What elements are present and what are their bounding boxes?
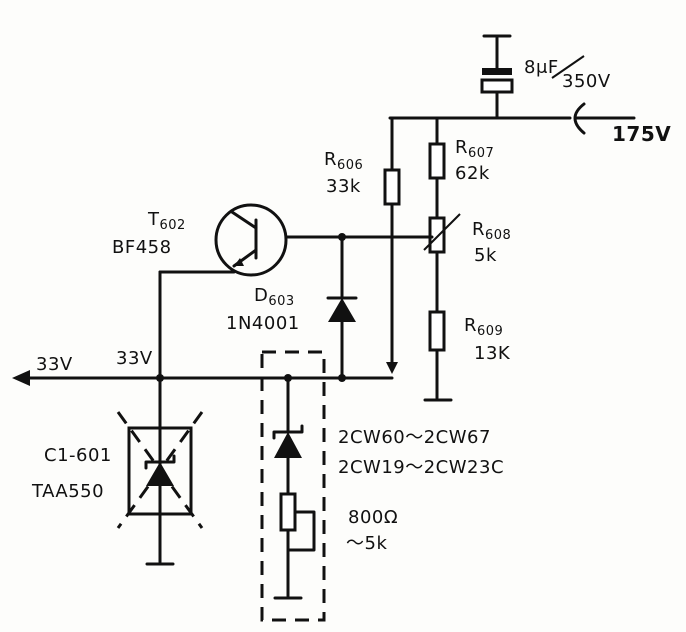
r606-name: R: [324, 149, 338, 170]
ic-name-label: C1-601: [44, 445, 112, 466]
d603-name: D: [254, 285, 269, 306]
r606-label: R606: [324, 150, 363, 176]
r609-subscript: 609: [477, 324, 504, 339]
r607-resistor: [428, 142, 446, 180]
zener-range-2-label: 2CW19～2CW23C: [338, 457, 505, 478]
cap-value-label: 8μF: [524, 57, 559, 78]
r608-name: R: [472, 219, 486, 240]
r607-label: R607: [455, 138, 494, 164]
d603-diode: [328, 298, 356, 322]
zener-range-1-label: 2CW60～2CW67: [338, 427, 491, 448]
node-33v-label: 33V: [116, 348, 153, 369]
t602-emitter-arrow: [234, 258, 244, 266]
r608-value-label: 5k: [474, 245, 497, 266]
trim-range-1-label: 800Ω: [348, 507, 399, 528]
r606-value-label: 33k: [326, 176, 361, 197]
t602-collector-lead: [230, 210, 258, 230]
d603-type-label: 1N4001: [226, 313, 300, 334]
t602-subscript: 602: [159, 218, 186, 233]
ic-cross-2: [116, 411, 204, 529]
r606-resistor: [383, 168, 401, 206]
r609-value-label: 13K: [474, 343, 511, 364]
r607-subscript: 607: [468, 146, 495, 161]
r606-arrow-head: [386, 362, 398, 374]
r609-resistor: [428, 310, 446, 352]
junction-right: [338, 374, 346, 382]
r608-label: R608: [472, 220, 511, 246]
output-arrow: [12, 370, 30, 386]
output-33v-label: 33V: [36, 354, 73, 375]
d603-subscript: 603: [268, 294, 295, 309]
cap-label-slash: [551, 55, 585, 79]
ic-zener-bar: [144, 454, 176, 470]
optional-zener-box: [260, 350, 326, 622]
t602-type-label: BF458: [112, 237, 172, 258]
r607-value-label: 62k: [455, 163, 490, 184]
r608-subscript: 608: [485, 228, 512, 243]
cap-voltage-label: 350V: [562, 71, 611, 92]
zener-diode: [274, 432, 302, 458]
t602-label: T602: [148, 210, 186, 236]
r607-name: R: [455, 137, 469, 158]
r608-potentiometer: [428, 216, 446, 254]
ic-type-label: TAA550: [32, 481, 105, 502]
r609-name: R: [464, 315, 478, 336]
r608-wiper-line: [423, 213, 461, 251]
r606-subscript: 606: [337, 158, 364, 173]
d603-label: D603: [254, 286, 295, 312]
cap-plate-top: [482, 68, 512, 75]
trim-wiper: [286, 510, 316, 552]
supply-175v-label: 175V: [612, 122, 672, 146]
cap-8uf-symbol: [480, 78, 514, 94]
ic-zener-triangle: [146, 462, 174, 486]
t602-name: T: [148, 209, 160, 230]
trim-resistor: [279, 492, 297, 532]
trim-range-2-label: ～5k: [346, 533, 388, 554]
r609-label: R609: [464, 316, 503, 342]
t602-transistor-circle: [214, 203, 288, 277]
